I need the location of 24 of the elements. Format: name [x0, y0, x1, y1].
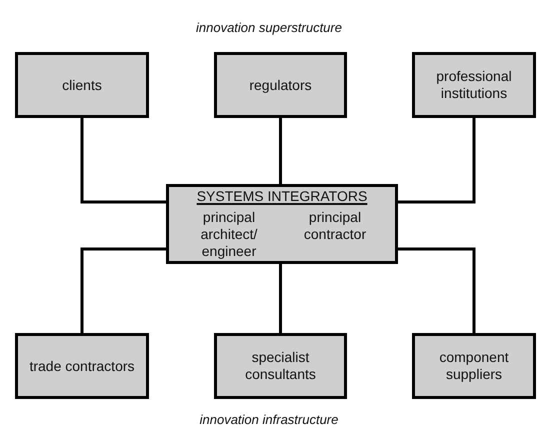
central-box — [166, 184, 398, 264]
box-label: clients — [61, 76, 103, 94]
stakeholder-box — [412, 52, 536, 118]
connector-line — [80, 248, 166, 333]
box-heading: SYSTEMS INTEGRATORS — [196, 188, 368, 205]
connector-line — [398, 248, 476, 333]
connector-line — [279, 264, 282, 333]
stakeholder-box — [412, 333, 536, 399]
box-text: principal contractor — [302, 209, 368, 243]
box-label: trade contractors — [28, 358, 136, 374]
band-label: innovation infrastructure — [198, 412, 340, 428]
box-label: regulators — [248, 76, 313, 94]
stakeholder-box — [214, 333, 347, 399]
stakeholder-box — [15, 52, 149, 118]
connector-line — [279, 118, 282, 184]
box-label: specialist consultants — [244, 349, 317, 383]
stakeholder-box — [214, 52, 347, 118]
connector-line — [80, 118, 166, 204]
connector-line — [398, 118, 476, 204]
band-label: innovation superstructure — [195, 20, 343, 36]
box-text: principal architect/ engineer — [200, 209, 258, 260]
stakeholder-box — [15, 333, 149, 399]
box-label: professional institutions — [435, 68, 513, 102]
box-label: component suppliers — [438, 349, 510, 383]
